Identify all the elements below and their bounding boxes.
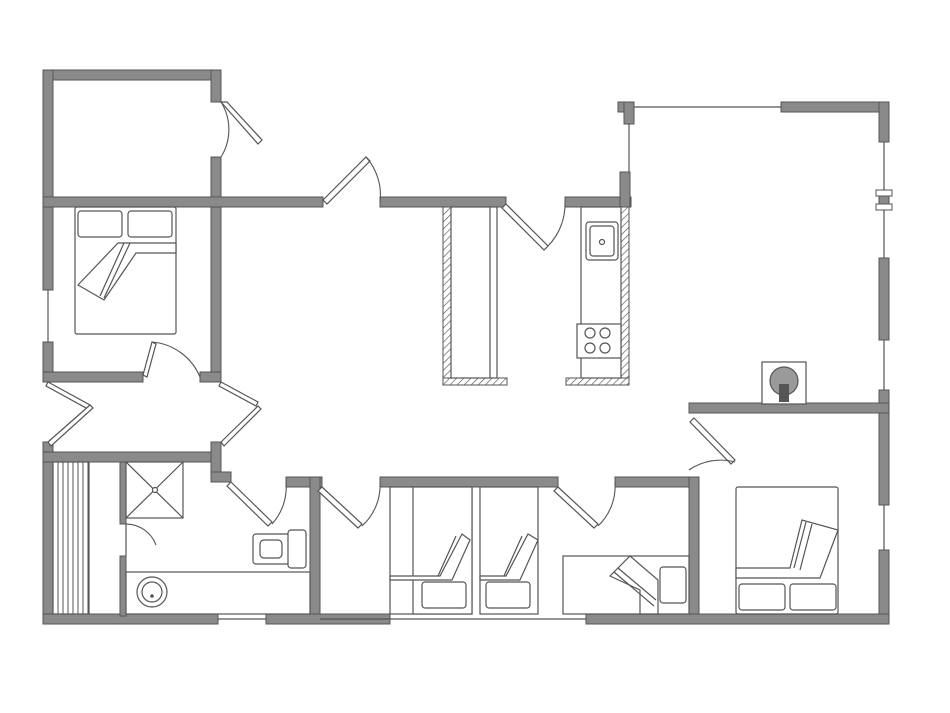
kitchen <box>442 206 630 386</box>
wall <box>199 371 222 383</box>
wall <box>42 196 324 208</box>
wall <box>309 476 321 625</box>
door <box>218 381 259 407</box>
door <box>226 481 273 527</box>
wall <box>619 171 631 208</box>
door <box>45 381 91 410</box>
wall <box>210 69 222 103</box>
door <box>317 486 363 529</box>
wall <box>42 69 222 81</box>
doors <box>45 101 736 556</box>
wall <box>42 69 54 291</box>
wall <box>623 101 635 125</box>
sauna-bench-icon <box>52 461 90 615</box>
door <box>142 341 157 378</box>
fireplace-icon <box>761 361 807 405</box>
wall <box>210 156 222 383</box>
wall <box>585 613 890 625</box>
toilet-icon <box>252 529 307 569</box>
sofa-icon <box>562 555 690 615</box>
wall <box>614 476 700 488</box>
wall <box>379 196 507 208</box>
wall <box>878 101 890 143</box>
wall <box>379 476 559 488</box>
windows <box>47 106 893 620</box>
wall <box>42 441 54 625</box>
wall <box>42 371 144 383</box>
door <box>47 404 94 447</box>
wall <box>210 471 232 483</box>
wall <box>119 555 127 617</box>
shower-icon <box>125 461 184 519</box>
wall <box>119 461 127 525</box>
door <box>689 417 736 465</box>
door <box>220 405 262 447</box>
wall <box>878 549 890 625</box>
stove-icon <box>576 323 622 359</box>
sink-icon <box>585 221 619 261</box>
wall <box>42 451 222 463</box>
wall <box>780 101 890 113</box>
door <box>219 101 263 145</box>
washbasin-icon <box>136 576 168 608</box>
bed-icon <box>74 206 177 335</box>
door <box>322 156 371 205</box>
bed-icon <box>389 486 473 615</box>
bed-icon <box>479 486 539 615</box>
wall <box>878 257 890 341</box>
wall <box>42 613 219 625</box>
bed-icon <box>735 486 839 615</box>
door <box>501 203 549 251</box>
door <box>553 486 599 529</box>
wall <box>688 476 700 625</box>
